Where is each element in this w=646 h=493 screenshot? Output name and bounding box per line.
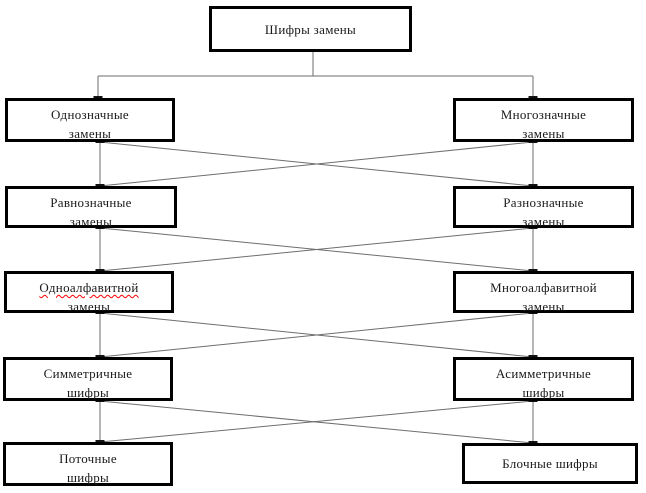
node-label: Шифры замены bbox=[264, 21, 357, 37]
node-label-line: замены bbox=[522, 126, 565, 141]
connector-line bbox=[99, 227, 534, 272]
node-label-line: замены bbox=[69, 214, 113, 229]
node-label-line: замены bbox=[67, 299, 111, 314]
node-label-line: Однозначные bbox=[51, 107, 129, 122]
connector-line bbox=[99, 141, 534, 187]
node-label-line: Блочные шифры bbox=[502, 456, 598, 471]
node-raznoznachnye-zameny: Разнозначные замены bbox=[453, 186, 634, 229]
connector-line bbox=[99, 400, 534, 443]
node-odnoalfavitnoy-zameny: Одноалфавитной замены bbox=[4, 271, 174, 314]
node-label-line: шифры bbox=[522, 385, 565, 400]
node-odnoznachnye-zameny: Однозначные замены bbox=[5, 98, 175, 142]
connector-line bbox=[99, 400, 534, 444]
node-potochnye-shifry: Поточные шифры bbox=[3, 442, 173, 486]
connector-line bbox=[99, 227, 534, 272]
node-label-line: замены bbox=[522, 299, 565, 314]
node-ravnoznachnye-zameny: Равнозначные замены bbox=[5, 186, 177, 229]
node-mnogoznachnye-zameny: Многозначные замены bbox=[453, 98, 634, 142]
connector-line bbox=[99, 312, 534, 358]
node-label-line: Равнозначные bbox=[50, 195, 132, 210]
node-label-line: замены bbox=[68, 126, 112, 141]
node-shifry-zameny: Шифры замены bbox=[209, 6, 412, 52]
node-label-line: Разнозначные bbox=[503, 195, 584, 210]
node-label-line: шифры bbox=[66, 470, 110, 485]
connector-line bbox=[99, 312, 534, 358]
node-label-line: Многозначные bbox=[500, 107, 587, 122]
node-label-line: замены bbox=[522, 214, 565, 229]
node-asimmetrichnye-shifry: Асимметричные шифры bbox=[453, 357, 634, 401]
node-label-line: Поточные bbox=[59, 451, 117, 466]
node-label-line: Асимметричные bbox=[495, 366, 592, 381]
node-label-line-misspelled: Одноалфавитной bbox=[39, 280, 139, 295]
node-label-line: Симметричные bbox=[43, 366, 133, 381]
node-blochnye-shifry: Блочные шифры bbox=[462, 443, 638, 484]
connector-line bbox=[99, 141, 534, 187]
node-label-line: Многоалфавитной bbox=[490, 280, 597, 295]
node-mnogoalfavitnoy-zameny: Многоалфавитной замены bbox=[453, 271, 634, 314]
node-label-line: шифры bbox=[66, 385, 110, 400]
node-simmetrichnye-shifry: Симметричные шифры bbox=[3, 357, 173, 401]
